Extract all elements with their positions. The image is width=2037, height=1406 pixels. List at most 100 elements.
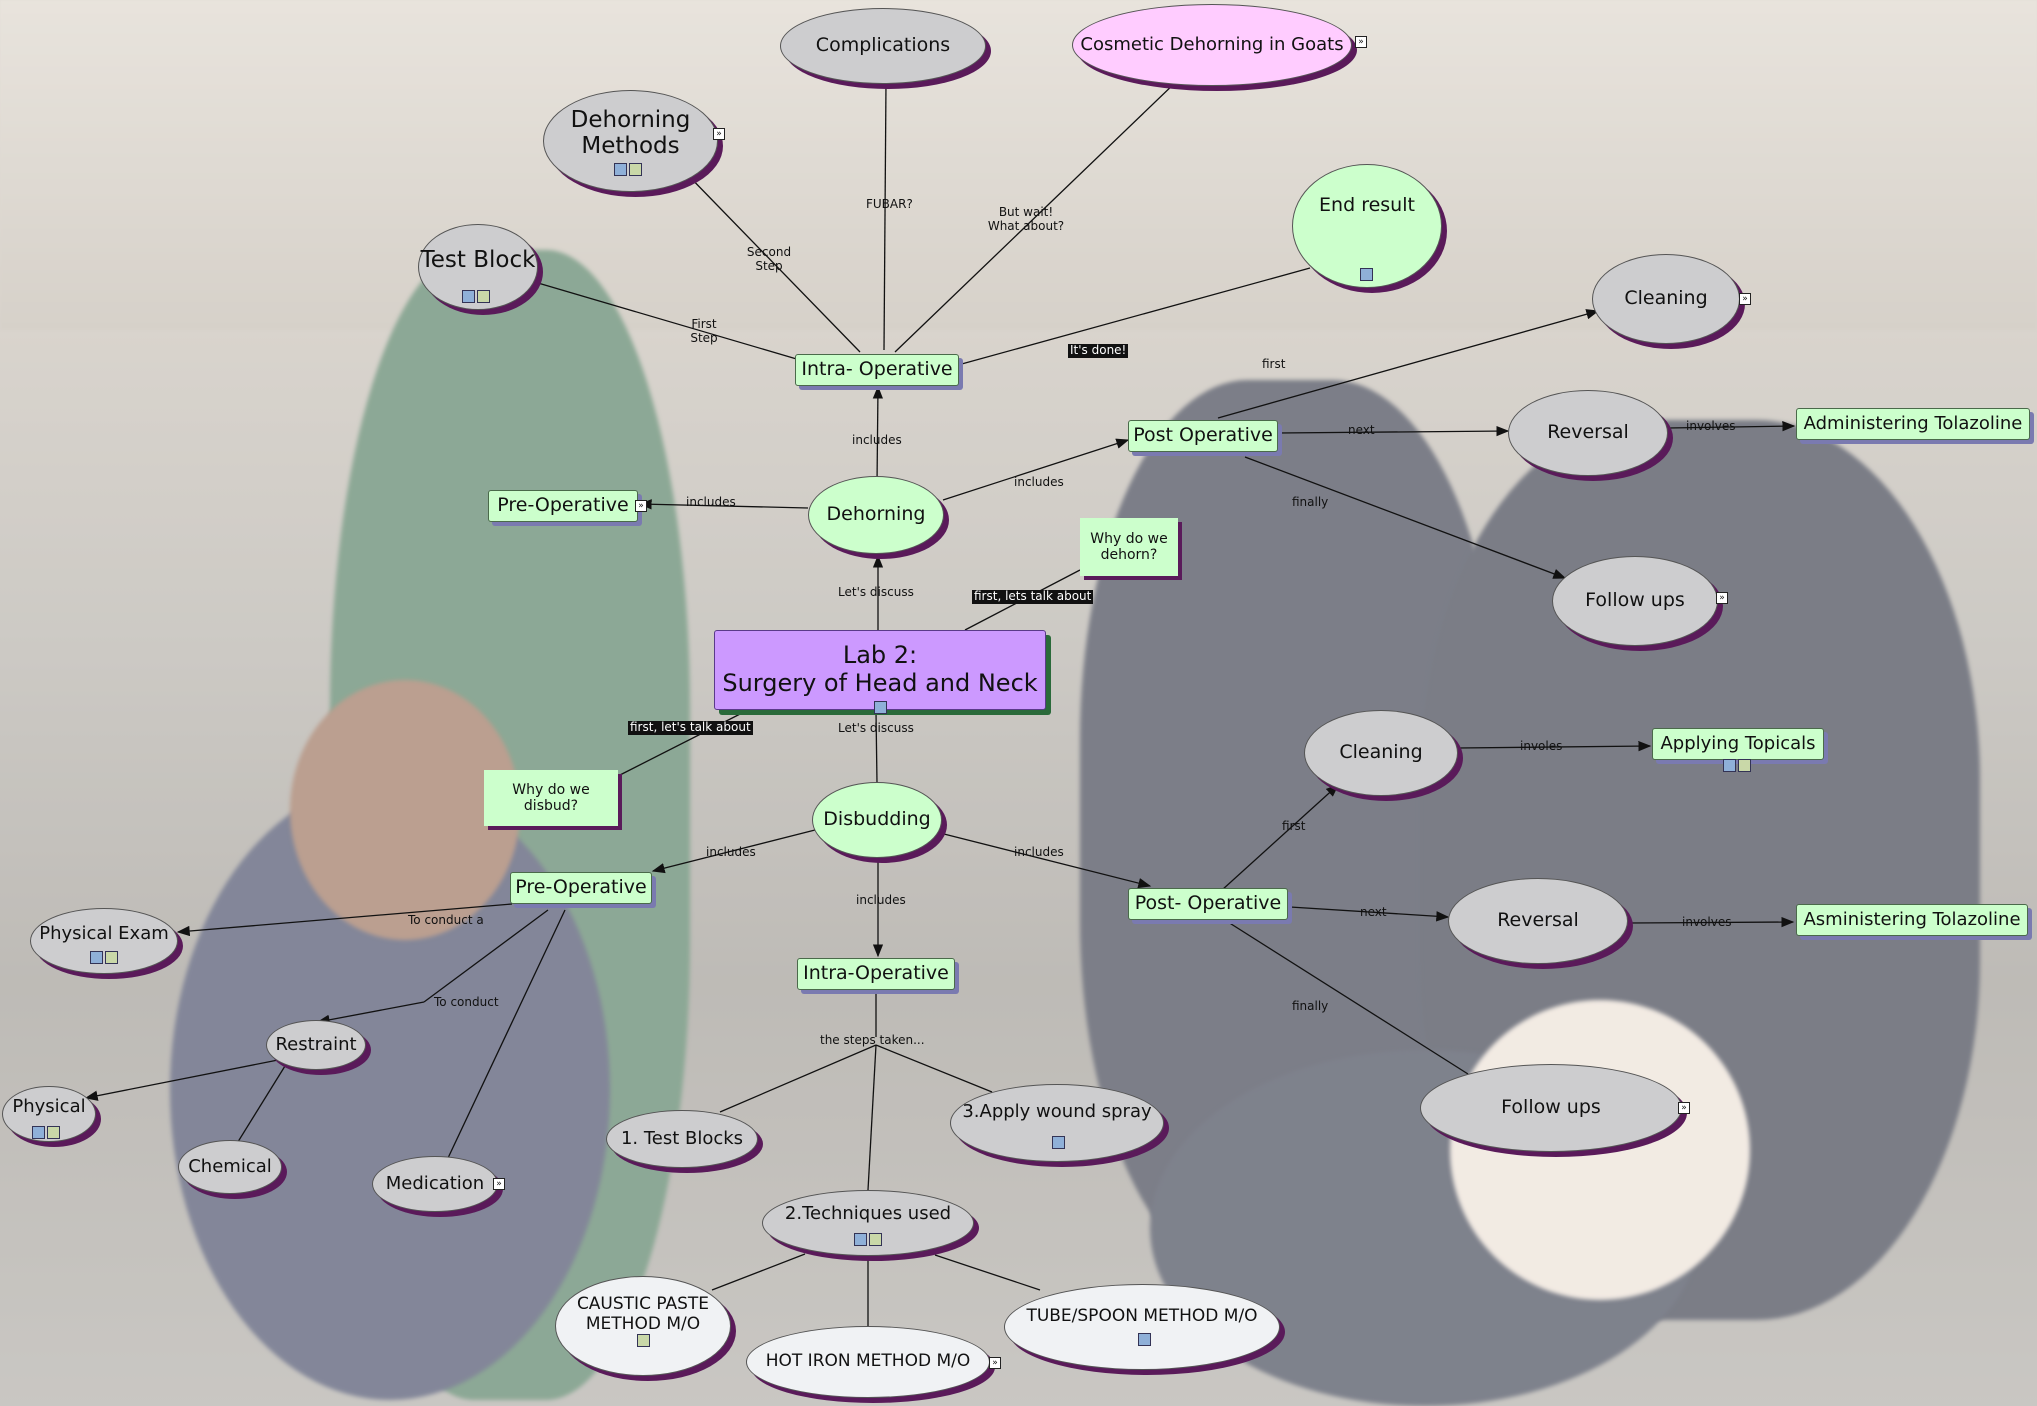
link-label: finally [1292,495,1329,509]
link-label: Second Step [746,245,792,273]
complications-node[interactable]: Complications [780,8,986,84]
follow-ups-bottom-node[interactable]: Follow ups [1420,1064,1682,1152]
link-label: First Step [690,317,718,345]
medication-node[interactable]: Medication [372,1156,498,1212]
expand-icon[interactable]: » [1678,1102,1690,1114]
administering-tolazoline-node[interactable]: Administering Tolazoline [1796,408,2030,440]
link-label: includes [706,845,756,859]
link-label: involes [1520,739,1563,753]
image-icon[interactable] [1052,1136,1065,1149]
expand-icon[interactable]: » [989,1357,1001,1369]
document-icon[interactable] [869,1233,882,1246]
intra-operative-bottom-node[interactable]: Intra-Operative [797,958,955,990]
image-icon[interactable] [462,290,475,303]
link-label: the steps taken... [820,1033,925,1047]
image-icon[interactable] [90,951,103,964]
image-icon[interactable] [1360,268,1373,281]
end-result-icons[interactable] [1359,268,1374,281]
pre-operative-top-node[interactable]: Pre-Operative [488,490,638,522]
post-operative-top-node[interactable]: Post Operative [1128,420,1278,452]
link-label: involves [1686,419,1736,433]
image-icon[interactable] [614,163,627,176]
link-label: includes [852,433,902,447]
document-icon[interactable] [105,951,118,964]
physical-exam-node[interactable]: Physical Exam [30,908,178,974]
applying-topicals-node[interactable]: Applying Topicals [1652,728,1824,760]
link-label: FUBAR? [866,197,913,211]
asministering-tolazoline-node[interactable]: Asministering Tolazoline [1796,904,2028,936]
hot-iron-node[interactable]: HOT IRON METHOD M/O [746,1326,990,1398]
expand-icon[interactable]: » [1739,293,1751,305]
follow-ups-top-node[interactable]: Follow ups [1552,556,1718,646]
apply-wound-spray-icons[interactable] [1051,1136,1066,1149]
post-operative-bottom-node[interactable]: Post- Operative [1128,888,1288,920]
cleaning-bottom-node[interactable]: Cleaning [1304,710,1458,796]
link-label: finally [1292,999,1329,1013]
dehorning-methods-icons[interactable] [613,163,643,176]
document-icon[interactable] [637,1334,650,1347]
why-dehorn-note[interactable]: Why do we dehorn? [1080,518,1178,576]
tube-spoon-node[interactable]: TUBE/SPOON METHOD M/O [1004,1284,1280,1370]
test-blocks-node[interactable]: 1. Test Blocks [606,1110,758,1168]
caustic-paste-icons[interactable] [636,1334,651,1347]
why-disbud-note[interactable]: Why do we disbud? [484,770,618,826]
expand-icon[interactable]: » [713,128,725,140]
intra-operative-top-node[interactable]: Intra- Operative [795,354,959,386]
techniques-used-node[interactable]: 2.Techniques used [762,1190,974,1256]
link-label: includes [1014,475,1064,489]
disbudding-node[interactable]: Disbudding [812,782,942,858]
link-label: next [1348,423,1375,437]
link-label: To conduct [434,995,499,1009]
link-label: next [1360,905,1387,919]
image-icon[interactable] [874,701,887,714]
document-icon[interactable] [629,163,642,176]
link-label: includes [1014,845,1064,859]
central-topic-icons[interactable] [873,701,888,714]
applying-topicals-icons[interactable] [1722,759,1752,772]
pre-operative-bottom-node[interactable]: Pre-Operative [510,872,652,904]
expand-icon[interactable]: » [493,1178,505,1190]
expand-icon[interactable]: » [1716,592,1728,604]
cosmetic-dehorning-node[interactable]: Cosmetic Dehorning in Goats [1072,4,1352,86]
test-block-node[interactable]: Test Block [418,224,538,310]
tube-spoon-icons[interactable] [1137,1333,1152,1346]
document-icon[interactable] [477,290,490,303]
dehorning-methods-node[interactable]: Dehorning Methods [543,90,718,192]
expand-icon[interactable]: » [635,500,647,512]
link-label: first [1262,357,1286,371]
link-label: To conduct a [408,913,484,927]
image-icon[interactable] [32,1126,45,1139]
link-label: first, let's talk about [628,720,753,735]
background-photo-face [1450,1000,1750,1300]
image-icon[interactable] [854,1233,867,1246]
central-topic-node[interactable]: Lab 2: Surgery of Head and Neck [714,630,1046,710]
central-topic-line2: Surgery of Head and Neck [722,669,1038,697]
dehorning-node[interactable]: Dehorning [808,476,944,554]
link-label: involves [1682,915,1732,929]
link-label: But wait! What about? [987,205,1065,233]
end-result-node[interactable]: End result [1292,164,1442,288]
reversal-top-node[interactable]: Reversal [1508,390,1668,476]
physical-exam-icons[interactable] [89,951,119,964]
document-icon[interactable] [47,1126,60,1139]
document-icon[interactable] [1738,759,1751,772]
apply-wound-spray-node[interactable]: 3.Apply wound spray [950,1084,1164,1162]
techniques-used-icons[interactable] [853,1233,883,1246]
physical-icons[interactable] [31,1126,61,1139]
expand-icon[interactable]: » [1355,36,1367,48]
link-label: includes [856,893,906,907]
test-block-icons[interactable] [461,290,491,303]
link-label: first [1282,819,1306,833]
link-label: It's done! [1068,343,1129,358]
caustic-paste-node[interactable]: CAUSTIC PASTE METHOD M/O [555,1276,731,1376]
image-icon[interactable] [1138,1333,1151,1346]
cleaning-top-node[interactable]: Cleaning [1592,254,1740,344]
chemical-node[interactable]: Chemical [178,1140,282,1194]
restraint-node[interactable]: Restraint [266,1020,366,1070]
image-icon[interactable] [1723,759,1736,772]
reversal-bottom-node[interactable]: Reversal [1448,878,1628,964]
link-label: Let's discuss [838,721,914,735]
link-label: first, lets talk about [972,589,1094,604]
